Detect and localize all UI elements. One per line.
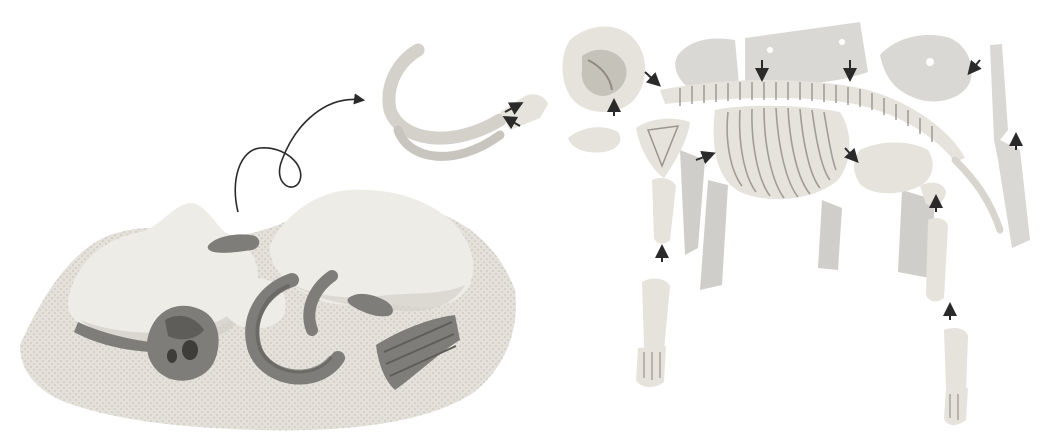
front-leg-bones — [636, 178, 676, 387]
tusks — [389, 50, 548, 156]
tail — [955, 160, 1000, 230]
rock-right — [270, 190, 473, 308]
sand-mound-group — [20, 190, 516, 431]
skull — [563, 27, 646, 113]
hind-foot — [944, 388, 968, 425]
ghost-hip-plate — [880, 35, 972, 102]
ghost-body-leg — [700, 180, 728, 290]
ghost-front-leg — [680, 150, 705, 255]
tusk-connector — [500, 94, 548, 130]
ghost-front-leg-2 — [818, 200, 842, 270]
ribcage — [714, 106, 850, 199]
front-foot — [636, 346, 666, 387]
jaw — [568, 127, 620, 152]
tusk-outer — [389, 50, 500, 138]
